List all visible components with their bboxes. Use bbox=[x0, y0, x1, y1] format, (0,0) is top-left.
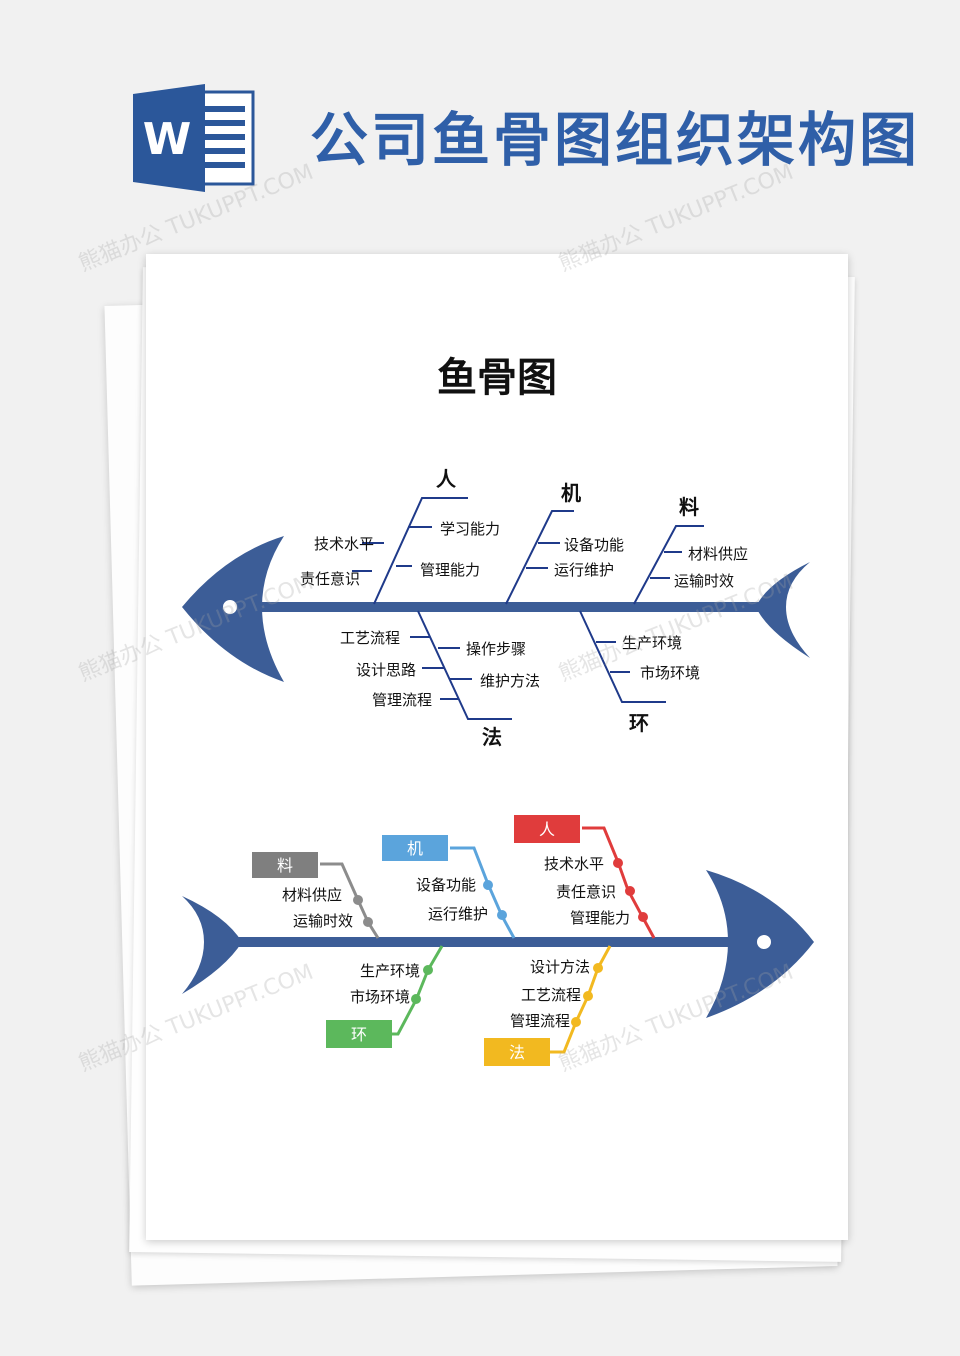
fish2-node bbox=[613, 858, 623, 868]
fish2-tail bbox=[182, 896, 242, 994]
fish2-node bbox=[593, 963, 603, 973]
fish2-cat-machine-box bbox=[382, 835, 448, 861]
fish1-item: 生产环境 bbox=[622, 634, 682, 652]
fish1-cat-person: 人 bbox=[436, 467, 457, 491]
fish1-cat-method: 法 bbox=[482, 725, 502, 749]
document-page: 鱼骨图 bbox=[146, 254, 848, 1240]
fish2-item: 责任意识 bbox=[556, 883, 616, 901]
fish1-cat-environment: 环 bbox=[629, 711, 649, 735]
fish2-item: 管理能力 bbox=[570, 909, 630, 927]
fish1-branch-machine bbox=[505, 510, 574, 605]
fish1-item: 管理流程 bbox=[372, 691, 432, 709]
fish2-item: 管理流程 bbox=[510, 1012, 570, 1030]
fish2-node bbox=[411, 994, 421, 1004]
fish1-item: 设计思路 bbox=[356, 661, 416, 679]
fishbone-1: 人 机 料 法 环 技术水平 责任意识 学习能力 管理能力 设备功能 运行维护 … bbox=[182, 467, 810, 749]
fish2-cat-material-box bbox=[252, 852, 318, 878]
fish1-item: 市场环境 bbox=[640, 664, 700, 682]
fish2-node bbox=[638, 912, 648, 922]
fish2-node bbox=[353, 895, 363, 905]
fish2-item: 技术水平 bbox=[544, 855, 604, 873]
fish1-cat-machine: 机 bbox=[561, 481, 581, 505]
fish2-item: 设备功能 bbox=[416, 876, 476, 894]
document-title: 鱼骨图 bbox=[437, 355, 557, 401]
fish2-cat-person-box bbox=[514, 815, 580, 843]
fish2-node bbox=[423, 965, 433, 975]
fish1-item: 操作步骤 bbox=[466, 640, 526, 658]
fish2-eye bbox=[755, 933, 773, 951]
word-logo-icon: W bbox=[133, 84, 255, 192]
fish1-branch-material bbox=[633, 525, 704, 605]
fish1-item: 管理能力 bbox=[420, 561, 480, 579]
fish2-item: 工艺流程 bbox=[521, 986, 581, 1004]
fishbone-diagrams: 人 机 料 法 环 技术水平 责任意识 学习能力 管理能力 设备功能 运行维护 … bbox=[182, 467, 814, 1066]
fish2-node bbox=[583, 991, 593, 1001]
fish2-node bbox=[483, 880, 493, 890]
fish2-cat-environment: 环 bbox=[351, 1025, 367, 1044]
fish2-item: 材料供应 bbox=[282, 886, 342, 904]
fish1-tail bbox=[756, 562, 810, 658]
fish2-node bbox=[497, 910, 507, 920]
fish2-cat-machine: 机 bbox=[407, 839, 423, 858]
fish1-cat-material: 料 bbox=[679, 495, 699, 519]
fish1-item: 工艺流程 bbox=[340, 629, 400, 647]
fish1-branch-method bbox=[417, 610, 512, 720]
fish1-item: 责任意识 bbox=[300, 570, 360, 588]
word-logo-letter: W bbox=[143, 114, 192, 165]
fish2-item: 设计方法 bbox=[530, 958, 590, 976]
fish1-item: 技术水平 bbox=[314, 535, 374, 553]
fish2-item: 市场环境 bbox=[350, 988, 410, 1006]
fish1-branch-environment bbox=[579, 610, 666, 703]
fish2-cat-method-box bbox=[484, 1038, 550, 1066]
fish2-cat-person: 人 bbox=[539, 820, 555, 839]
fish2-node bbox=[625, 886, 635, 896]
fish1-item: 学习能力 bbox=[440, 520, 500, 538]
fish1-item: 设备功能 bbox=[564, 536, 624, 554]
fish2-cat-material: 料 bbox=[277, 856, 293, 875]
fish2-node bbox=[571, 1017, 581, 1027]
fish2-cat-method: 法 bbox=[509, 1043, 525, 1062]
fish1-item: 维护方法 bbox=[480, 672, 540, 690]
fish1-item: 材料供应 bbox=[688, 545, 748, 563]
fish1-item: 运输时效 bbox=[674, 572, 734, 590]
fish1-branch-person bbox=[373, 497, 468, 605]
fish1-item: 运行维护 bbox=[554, 561, 614, 579]
fish2-item: 运输时效 bbox=[293, 912, 353, 930]
fish2-node bbox=[363, 917, 373, 927]
fish2-item: 运行维护 bbox=[428, 905, 488, 923]
fishbone-2: 料 机 人 环 法 bbox=[182, 815, 814, 1066]
fish2-cat-environment-box bbox=[326, 1020, 392, 1048]
fish1-eye bbox=[221, 598, 239, 616]
page-title: 公司鱼骨图组织架构图 bbox=[310, 106, 921, 174]
fish2-item: 生产环境 bbox=[360, 962, 420, 980]
